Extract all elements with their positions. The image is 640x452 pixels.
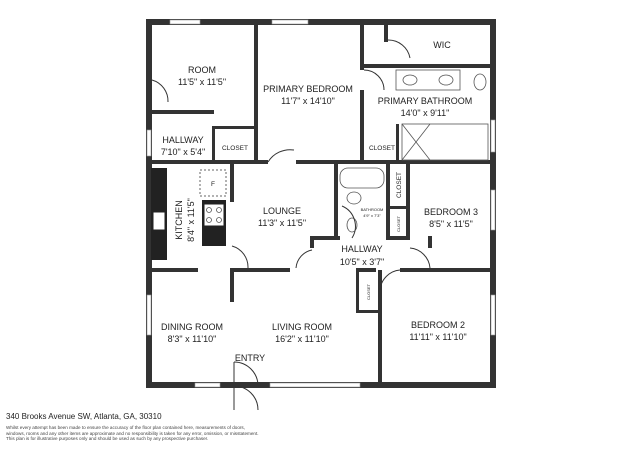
primary-bathroom-name: PRIMARY BATHROOM: [378, 96, 473, 106]
fridge-label: F: [211, 181, 215, 188]
bedroom-3-name: BEDROOM 3: [424, 207, 478, 217]
disclaimer-line: This plan is for illustrative purposes o…: [6, 436, 209, 442]
hallway-2-name: HALLWAY: [341, 244, 382, 254]
doors: [151, 39, 431, 411]
wic-name: WIC: [433, 40, 451, 50]
room-labels: ROOM 11'5" x 11'5" PRIMARY BEDROOM 11'7"…: [161, 40, 478, 363]
bedroom-2-dims: 11'11" x 11'10": [409, 332, 466, 342]
interior-walls: [148, 22, 492, 384]
disclaimer-line: windows, rooms and any other items are a…: [6, 430, 259, 436]
dining-room-name: DINING ROOM: [161, 322, 223, 332]
stove-icon: [203, 203, 225, 227]
room-name: ROOM: [188, 65, 216, 75]
closet-label: CLOSET: [396, 215, 401, 232]
bathroom-name: BATHROOM: [361, 207, 384, 212]
living-room-dims: 16'2" x 11'10": [275, 334, 329, 344]
closet-label: CLOSET: [369, 145, 395, 152]
lounge-name: LOUNGE: [263, 206, 301, 216]
fridge-icon: [199, 169, 227, 197]
bedroom-3-dims: 8'5" x 11'5": [429, 219, 473, 229]
property-address: 340 Brooks Avenue SW, Atlanta, GA, 30310: [6, 412, 162, 421]
kitchen-name: KITCHEN: [174, 200, 184, 240]
entry-label: ENTRY: [235, 353, 265, 363]
disclaimer-line: Whilst every attempt has been made to en…: [6, 425, 246, 430]
vanity-icon: [395, 69, 461, 91]
bathroom-dims: 4'9" x 7'3": [363, 213, 381, 218]
shower-icon: [401, 123, 489, 161]
toilet-icon: [346, 191, 362, 205]
sink-icon: [346, 217, 358, 233]
fixtures: [151, 69, 489, 260]
closet-label: CLOSET: [366, 283, 371, 300]
primary-bathroom-dims: 14'0" x 9'11": [401, 108, 450, 118]
kitchen-dims: 8'4" x 11'5": [186, 198, 196, 242]
exterior-walls: [146, 19, 496, 388]
kitchen-sink-icon: [152, 211, 166, 231]
closet-label: CLOSET: [222, 145, 248, 152]
primary-bedroom-name: PRIMARY BEDROOM: [263, 84, 353, 94]
primary-bedroom-dims: 11'7" x 14'10": [281, 96, 335, 106]
hallway-dims: 7'10" x 5'4": [161, 147, 205, 157]
closet-label: CLOSET: [396, 172, 403, 198]
bathtub-icon: [339, 167, 385, 189]
living-room-name: LIVING ROOM: [272, 322, 332, 332]
hallway-name: HALLWAY: [162, 135, 203, 145]
toilet-icon: [473, 73, 487, 91]
bedroom-2-name: BEDROOM 2: [411, 320, 465, 330]
hallway-2-dims: 10'5" x 3'7": [340, 257, 384, 267]
lounge-dims: 11'3" x 11'5": [258, 218, 306, 228]
room-dims: 11'5" x 11'5": [178, 77, 226, 87]
disclaimer: Whilst every attempt has been made to en…: [6, 425, 326, 442]
dining-room-dims: 8'3" x 11'10": [168, 334, 217, 344]
